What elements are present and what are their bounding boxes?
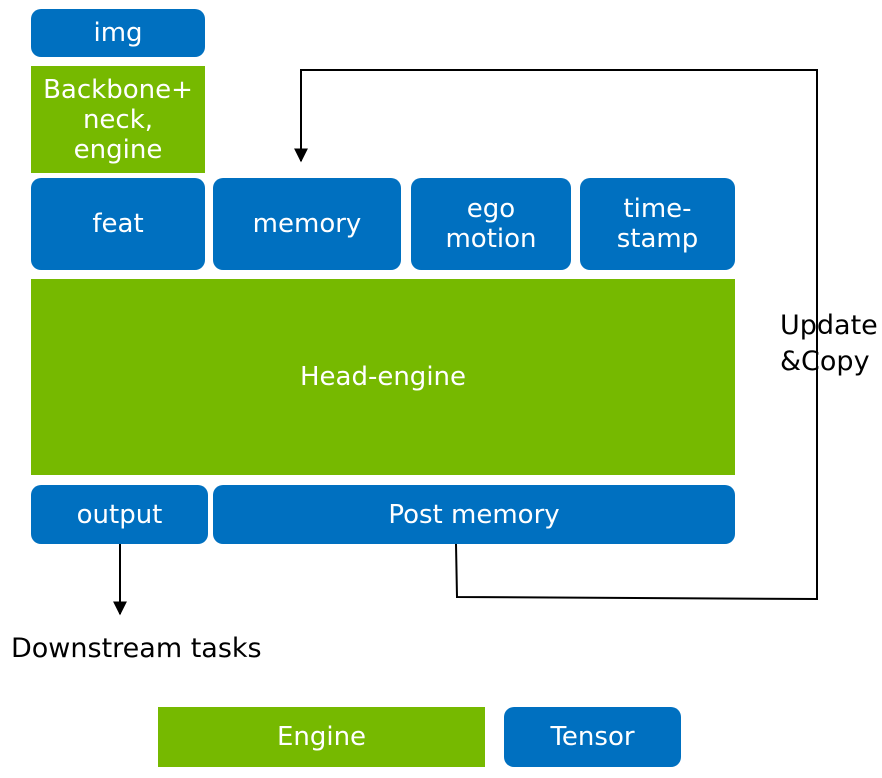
output-tensor-box: output: [31, 485, 208, 544]
downstream-tasks-label: Downstream tasks: [11, 633, 262, 664]
memory-tensor-box: memory: [213, 178, 401, 270]
memory-label: memory: [252, 209, 362, 239]
feat-tensor-box: feat: [31, 178, 205, 270]
update-copy-label: Update &Copy: [780, 310, 878, 377]
img-label: img: [93, 18, 143, 48]
feat-label: feat: [92, 209, 144, 239]
head-engine-box: Head-engine: [31, 279, 735, 475]
backbone-engine-box: Backbone+ neck, engine: [31, 66, 205, 173]
img-tensor-box: img: [31, 9, 205, 57]
post-memory-tensor-box: Post memory: [213, 485, 735, 544]
legend-engine-label: Engine: [276, 722, 367, 752]
legend-tensor-label: Tensor: [550, 722, 635, 752]
legend-engine-swatch: Engine: [158, 707, 485, 767]
head-engine-label: Head-engine: [299, 362, 467, 392]
ego-motion-tensor-box: ego motion: [411, 178, 571, 270]
legend-tensor-swatch: Tensor: [504, 707, 681, 767]
backbone-label: Backbone+ neck, engine: [43, 74, 193, 165]
ego-motion-label: ego motion: [445, 194, 537, 254]
timestamp-label: time- stamp: [616, 194, 699, 254]
output-label: output: [76, 499, 163, 530]
post-memory-label: Post memory: [388, 499, 560, 530]
timestamp-tensor-box: time- stamp: [580, 178, 735, 270]
